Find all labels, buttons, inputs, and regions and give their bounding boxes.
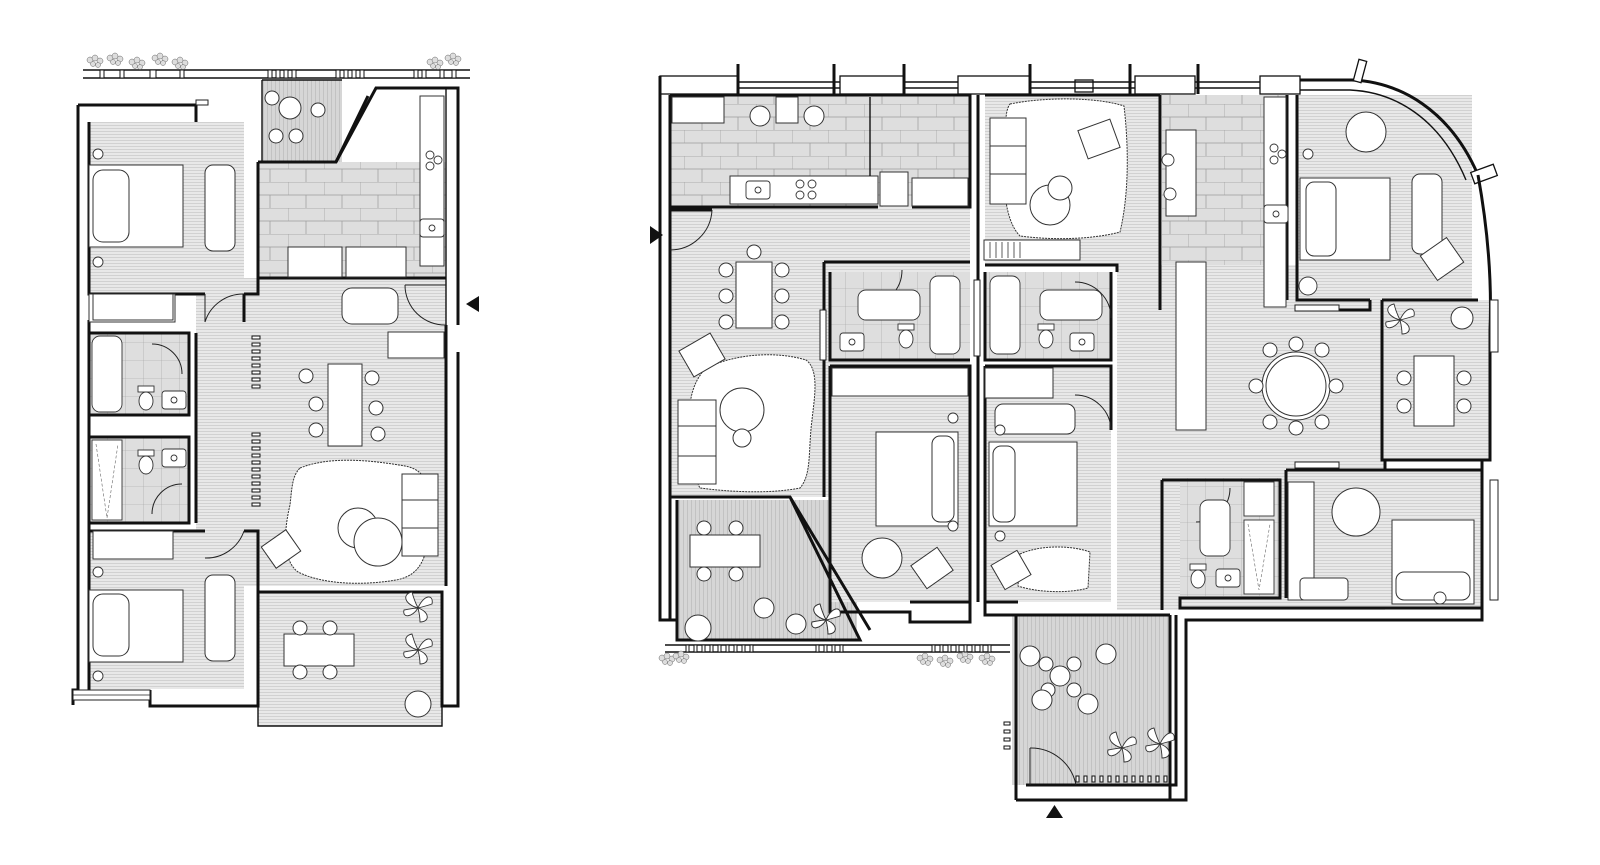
living-area-a [677,332,816,493]
balcony-table [264,90,326,144]
windows-right [819,279,1499,601]
kitchen-left [287,95,445,359]
bedroom-top-furniture [88,148,236,323]
room-divider-slats [251,335,261,507]
bathroom-fixtures-right [839,275,1103,355]
kitchen-b [1161,96,1289,431]
doors-left [151,284,447,559]
bedroom-d-furniture [1287,481,1475,605]
terrace-b-furniture [1003,643,1175,783]
bedroom-bottom-furniture [88,530,236,682]
facade-top-right [659,58,1499,185]
entrance-arrow-icon [1046,805,1063,818]
dining-table-left [298,363,386,447]
windows-left [72,99,209,701]
kitchen-a [671,96,969,207]
bathroom-c-fixtures [1189,481,1275,595]
planter-row-bottom [658,644,1010,668]
entrance-arrow-icon [650,226,663,244]
dining-table-b [1248,336,1344,436]
bedroom-c-furniture [1298,111,1465,296]
living-area-b [983,98,1128,261]
apartment-left [71,52,479,727]
living-area-left [260,459,439,584]
apartment-right [650,58,1499,818]
terrace-a-furniture [684,520,841,642]
dining-table-a [718,244,790,330]
bedroom-a-furniture [831,367,969,590]
loggia-furniture [283,591,433,718]
bathroom-fixtures-left [91,335,187,521]
bedroom-b-furniture [984,367,1091,593]
planter-row-top [83,52,470,79]
entrance-arrow-icon [466,296,479,312]
study-furniture [1385,303,1474,427]
